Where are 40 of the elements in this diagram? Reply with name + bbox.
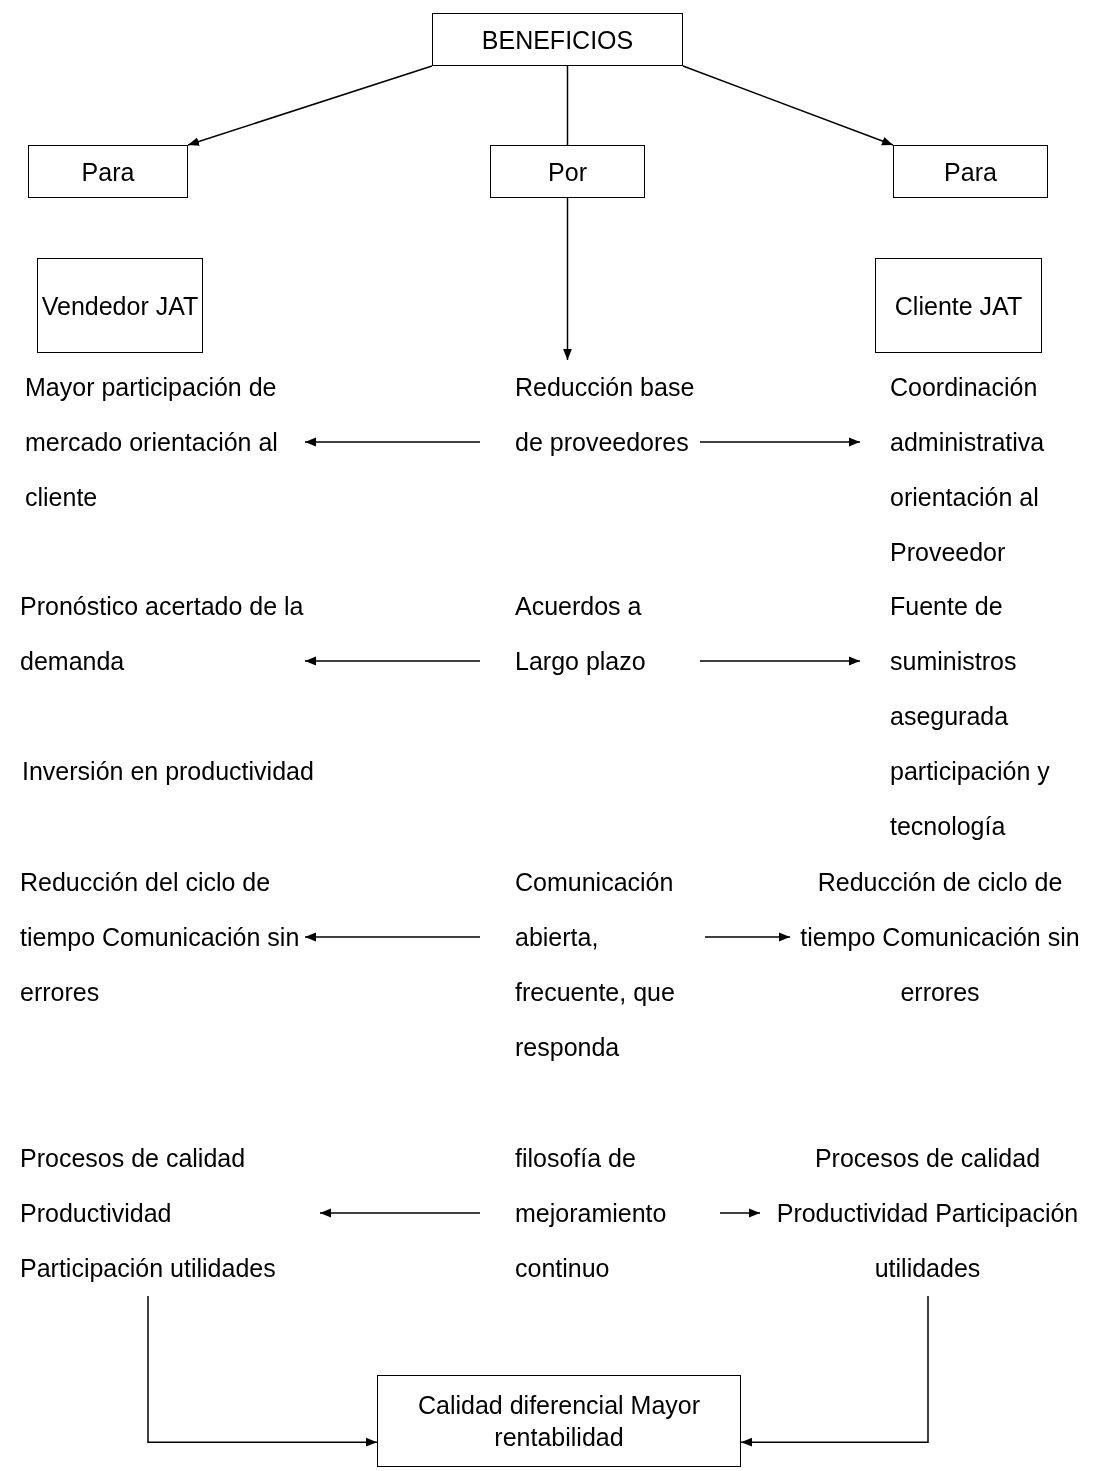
label-box	[37, 258, 203, 353]
node-text: Calidad diferencial Mayor rentabilidad	[416, 1390, 702, 1453]
arrow	[319, 1208, 481, 1218]
node-text: filosofía de mejoramiento continuo	[515, 1143, 668, 1284]
node-text: Acuerdos a Largo plazo	[515, 591, 647, 677]
arrow	[304, 656, 481, 666]
arrow	[304, 932, 481, 942]
node-text: Para	[81, 156, 135, 188]
label-box	[893, 145, 1048, 198]
node-text: Mayor participación de mercado orientación al cliente	[25, 372, 279, 513]
node-text: BENEFICIOS	[481, 24, 634, 56]
arrow	[187, 65, 433, 146]
node-text: Comunicación abierta, frecuente, que responda	[515, 867, 676, 1063]
note-text: Inversión en productividad	[22, 756, 314, 787]
label-box	[432, 13, 683, 66]
node-text: Reducción del ciclo de tiempo Comunicación sin errores	[20, 867, 301, 1008]
arrow	[304, 437, 481, 447]
node-text: Vendedor JAT	[41, 290, 199, 322]
node-text: Fuente de suministros asegurada participación y tecnología	[890, 591, 1051, 842]
node-text: Procesos de calidad Productividad Participación utilidades	[775, 1143, 1080, 1284]
label-box	[875, 258, 1042, 353]
arrow	[699, 656, 861, 666]
label-box	[377, 1375, 741, 1467]
node-text: Por	[548, 156, 587, 188]
arrow	[147, 1295, 378, 1447]
arrow	[682, 65, 894, 146]
label-box	[28, 145, 188, 198]
node-text: Cliente JAT	[894, 290, 1023, 322]
node-text: Reducción base de proveedores	[515, 372, 696, 458]
arrow	[719, 1208, 761, 1218]
node-text: Pronóstico acertado de la demanda	[20, 591, 305, 677]
arrow	[699, 437, 861, 447]
node-text: Procesos de calidad Productividad Participación utilidades	[20, 1143, 277, 1284]
arrow	[563, 197, 572, 361]
node-text: Para	[944, 156, 997, 188]
label-box	[490, 145, 645, 198]
node-text: Reducción de ciclo de tiempo Comunicación sin errores	[799, 867, 1081, 1008]
node-text: Coordinación administrativa orientación al Proveedor	[890, 372, 1046, 568]
arrow	[740, 1295, 929, 1447]
arrow	[704, 932, 791, 942]
